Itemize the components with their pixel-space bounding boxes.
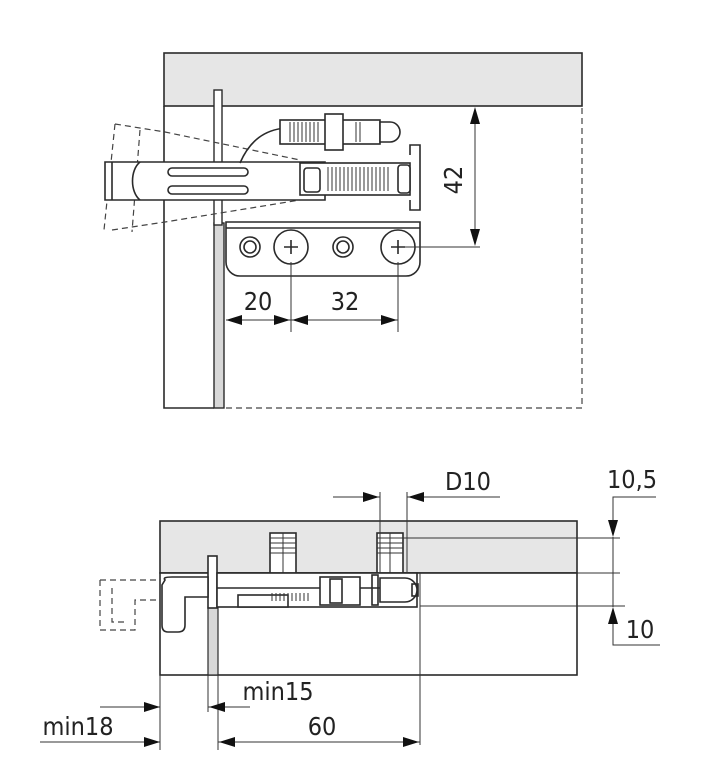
hanger-plate-tab bbox=[213, 89, 223, 226]
dim-min18-label: min18 bbox=[42, 712, 113, 741]
hidden-edge-dashed bbox=[226, 106, 583, 409]
cam-plate bbox=[371, 574, 379, 606]
dim-arrow bbox=[219, 737, 235, 747]
plate-hole-1 bbox=[239, 236, 261, 258]
hook-slot-lower bbox=[167, 185, 249, 195]
dim-arrow bbox=[403, 737, 419, 747]
dim-arrow bbox=[292, 315, 308, 325]
upper-screw-head bbox=[379, 121, 401, 143]
hook-alt-position bbox=[99, 579, 160, 631]
dim-arrow bbox=[608, 607, 618, 624]
top-panel-section bbox=[159, 520, 578, 574]
hook-arm bbox=[239, 127, 286, 164]
dim-arrow bbox=[381, 315, 397, 325]
hook-tip bbox=[111, 161, 141, 201]
hook-profile bbox=[161, 576, 209, 633]
dim-42-label: 42 bbox=[439, 166, 468, 195]
hook-body bbox=[104, 161, 326, 201]
hanger-plate-tab bbox=[207, 555, 218, 609]
dim-arrow bbox=[274, 315, 290, 325]
side-panel-strip bbox=[207, 606, 219, 676]
mounting-plate bbox=[225, 221, 421, 277]
dim-arrow bbox=[408, 492, 424, 502]
dim-min15-label: min15 bbox=[242, 677, 313, 706]
dim-arrow bbox=[470, 229, 480, 246]
bracket-clip bbox=[409, 144, 421, 211]
lower-screw-knob bbox=[303, 167, 321, 193]
side-panel-strip bbox=[213, 222, 225, 409]
lower-screw-head bbox=[397, 164, 411, 194]
dim-arrow bbox=[144, 737, 160, 747]
hook-alt-position bbox=[103, 123, 301, 233]
adjust-screw-head bbox=[379, 577, 418, 603]
dim-32-label: 32 bbox=[331, 287, 360, 316]
upper-screw-thread bbox=[289, 122, 361, 142]
dowel-2 bbox=[376, 532, 404, 574]
dim-arrow bbox=[144, 702, 160, 712]
upper-nut bbox=[324, 113, 344, 151]
dim-20-label: 20 bbox=[244, 287, 273, 316]
front-view: 42 20 32 bbox=[103, 52, 583, 409]
phillips-cross-2 bbox=[391, 240, 405, 254]
dim-arrow bbox=[209, 702, 225, 712]
plate-hole-2-inner bbox=[336, 240, 350, 254]
dim-arrow bbox=[363, 492, 379, 502]
dim-arrow bbox=[226, 315, 242, 325]
dim-arrow bbox=[470, 107, 480, 124]
dim-leader bbox=[612, 624, 660, 646]
mechanism-thread bbox=[271, 593, 309, 601]
phillips-cross-1 bbox=[284, 240, 298, 254]
dim-10-5-label: 10,5 bbox=[607, 465, 657, 494]
dim-arrow bbox=[608, 520, 618, 537]
plate-hole-1-inner bbox=[243, 240, 257, 254]
lower-screw-thread bbox=[327, 167, 389, 191]
dim-60-label: 60 bbox=[308, 712, 337, 741]
top-panel bbox=[163, 52, 583, 107]
cabinet-side-outline bbox=[163, 106, 214, 409]
hook-slot-upper bbox=[167, 167, 249, 177]
screw-tip bbox=[411, 583, 419, 597]
dim-leader bbox=[612, 496, 656, 520]
plate-hole-2 bbox=[332, 236, 354, 258]
side-view: D10 10,5 10 min15 min18 60 bbox=[40, 465, 660, 750]
dim-d10-label: D10 bbox=[445, 467, 491, 496]
dowel-1 bbox=[269, 532, 297, 574]
adjuster-nut bbox=[329, 578, 343, 604]
dim-10-label: 10 bbox=[626, 615, 655, 644]
